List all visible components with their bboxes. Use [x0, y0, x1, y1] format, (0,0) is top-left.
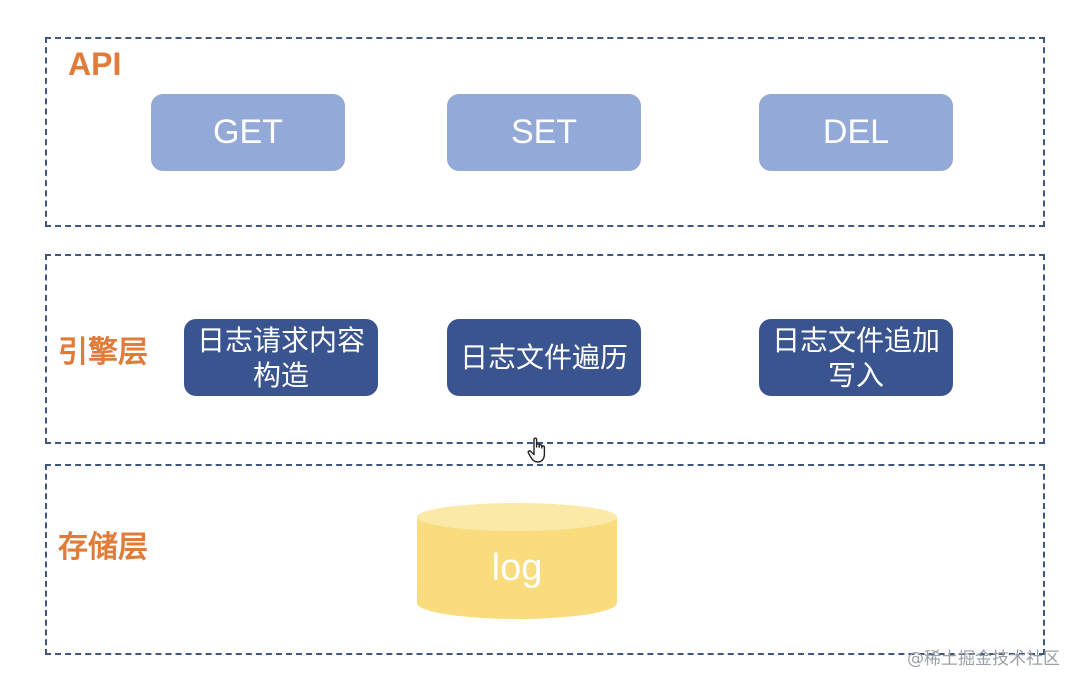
cylinder-top: [417, 503, 617, 531]
engine-log-file-append-box: 日志文件追加写入: [759, 319, 953, 396]
api-del-box: DEL: [759, 94, 953, 171]
engine-log-request-construct-box: 日志请求内容构造: [184, 319, 378, 396]
log-storage-label: log: [491, 547, 543, 589]
watermark: @稀土掘金技术社区: [907, 649, 1060, 669]
engine-layer: [45, 254, 1045, 444]
api-layer: [45, 37, 1045, 227]
api-set-box: SET: [447, 94, 641, 171]
hand-cursor-icon: [527, 437, 546, 463]
api-layer-title: API: [68, 46, 122, 82]
storage-layer: [45, 464, 1045, 655]
cylinder-body: [417, 517, 617, 619]
engine-log-file-traverse-box: 日志文件遍历: [447, 319, 641, 396]
storage-layer-title: 存储层: [58, 530, 148, 565]
engine-layer-title: 引擎层: [58, 335, 148, 370]
api-get-box: GET: [151, 94, 345, 171]
log-storage-cylinder-icon: [417, 503, 617, 619]
